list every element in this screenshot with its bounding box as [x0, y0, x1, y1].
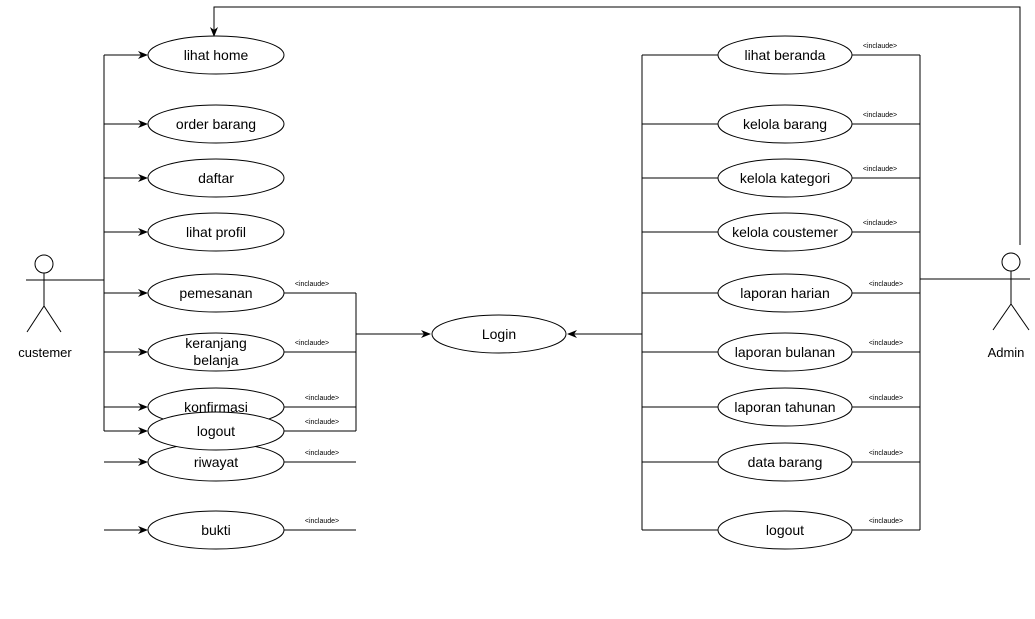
- admin-include-laporan-bulanan-label: <inclaude>: [869, 340, 903, 347]
- usecase-riwayat-label: riwayat: [194, 454, 238, 470]
- usecase-admin-laporan-tahunan: [717, 387, 853, 427]
- customer-actor-head: [34, 254, 54, 274]
- usecase-pemesanan-label: pemesanan: [179, 285, 252, 301]
- usecase-lihat-home: [147, 35, 285, 75]
- usecase-login-label: Login: [482, 326, 516, 342]
- admin-to-lihat-home-line: [210, 6, 1021, 245]
- admin-include-logout-label: <inclaude>: [869, 518, 903, 525]
- usecase-lihat-profil-label: lihat profil: [186, 224, 246, 240]
- usecase-daftar: [147, 158, 285, 198]
- usecase-admin-lihat-beranda-label: lihat beranda: [745, 47, 826, 63]
- customer-actor: custemer: [18, 254, 72, 360]
- admin-include-data-barang-label: <inclaude>: [869, 450, 903, 457]
- usecase-admin-data-barang: [717, 442, 853, 482]
- usecase-admin-kelola-barang: [717, 104, 853, 144]
- admin-actor: Admin: [988, 252, 1030, 360]
- usecase-admin-laporan-bulanan: [717, 332, 853, 372]
- admin-include-kelola-barang-label: <inclaude>: [863, 112, 897, 119]
- include-bukti-label: <inclaude>: [305, 518, 339, 525]
- customer-actor-label: custemer: [18, 345, 72, 360]
- admin-actor-leg-right: [1010, 303, 1030, 331]
- usecase-admin-laporan-harian-label: laporan harian: [740, 285, 830, 301]
- usecase-daftar-label: daftar: [198, 170, 234, 186]
- usecase-konfirmasi-label: konfirmasi: [184, 399, 248, 415]
- admin-usecases: lihat beranda <inclaude> kelola barang <inc…: [642, 35, 920, 550]
- usecase-admin-kelola-kategori-label: kelola kategori: [740, 170, 830, 186]
- admin-include-laporan-tahunan-label: <inclaude>: [869, 395, 903, 402]
- customer-actor-leg-right: [43, 305, 62, 333]
- usecase-login-ellipse: [431, 314, 567, 354]
- admin-include-laporan-harian-label: <inclaude>: [869, 281, 903, 288]
- usecase-keranjang-belanja-label-line2: belanja: [193, 352, 238, 368]
- usecase-admin-kelola-coustemer-label: kelola coustemer: [732, 224, 838, 240]
- customer-actor-leg-left: [26, 305, 45, 333]
- usecase-login: Login: [431, 314, 567, 354]
- include-konfirmasi-label: <inclaude>: [305, 395, 339, 402]
- include-keranjang-belanja-label: <inclaude>: [295, 340, 329, 347]
- usecase-bukti-label: bukti: [201, 522, 231, 538]
- usecase-logout-label: logout: [197, 423, 235, 439]
- usecase-admin-laporan-bulanan-label: laporan bulanan: [735, 344, 835, 360]
- include-pemesanan-label: <inclaude>: [295, 281, 329, 288]
- admin-include-lihat-beranda-label: <inclaude>: [863, 43, 897, 50]
- admin-actor-head: [1001, 252, 1021, 272]
- usecase-lihat-profil: [147, 212, 285, 252]
- admin-include-kelola-coustemer-label: <inclaude>: [863, 220, 897, 227]
- customer-usecases: lihat home order barang daftar lihat profil…: [104, 35, 356, 550]
- usecase-order-barang: [147, 104, 285, 144]
- usecase-lihat-home-label: lihat home: [184, 47, 249, 63]
- usecase-admin-laporan-harian: [717, 273, 853, 313]
- usecase-admin-kelola-kategori: [717, 158, 853, 198]
- usecase-admin-lihat-beranda: [717, 35, 853, 75]
- include-riwayat-label: <inclaude>: [305, 450, 339, 457]
- usecase-admin-kelola-coustemer: [717, 212, 853, 252]
- admin-include-kelola-kategori-label: <inclaude>: [863, 166, 897, 173]
- usecase-admin-data-barang-label: data barang: [748, 454, 823, 470]
- include-logout-label: <inclaude>: [305, 419, 339, 426]
- usecase-admin-logout-label: logout: [766, 522, 804, 538]
- admin-actor-leg-left: [992, 303, 1012, 331]
- admin-actor-label: Admin: [988, 345, 1025, 360]
- usecase-order-barang-label: order barang: [176, 116, 256, 132]
- usecase-keranjang-belanja-label-line1: keranjang: [185, 335, 247, 351]
- usecase-admin-laporan-tahunan-label: laporan tahunan: [734, 399, 835, 415]
- usecase-admin-logout: [717, 510, 853, 550]
- usecase-admin-kelola-barang-label: kelola barang: [743, 116, 827, 132]
